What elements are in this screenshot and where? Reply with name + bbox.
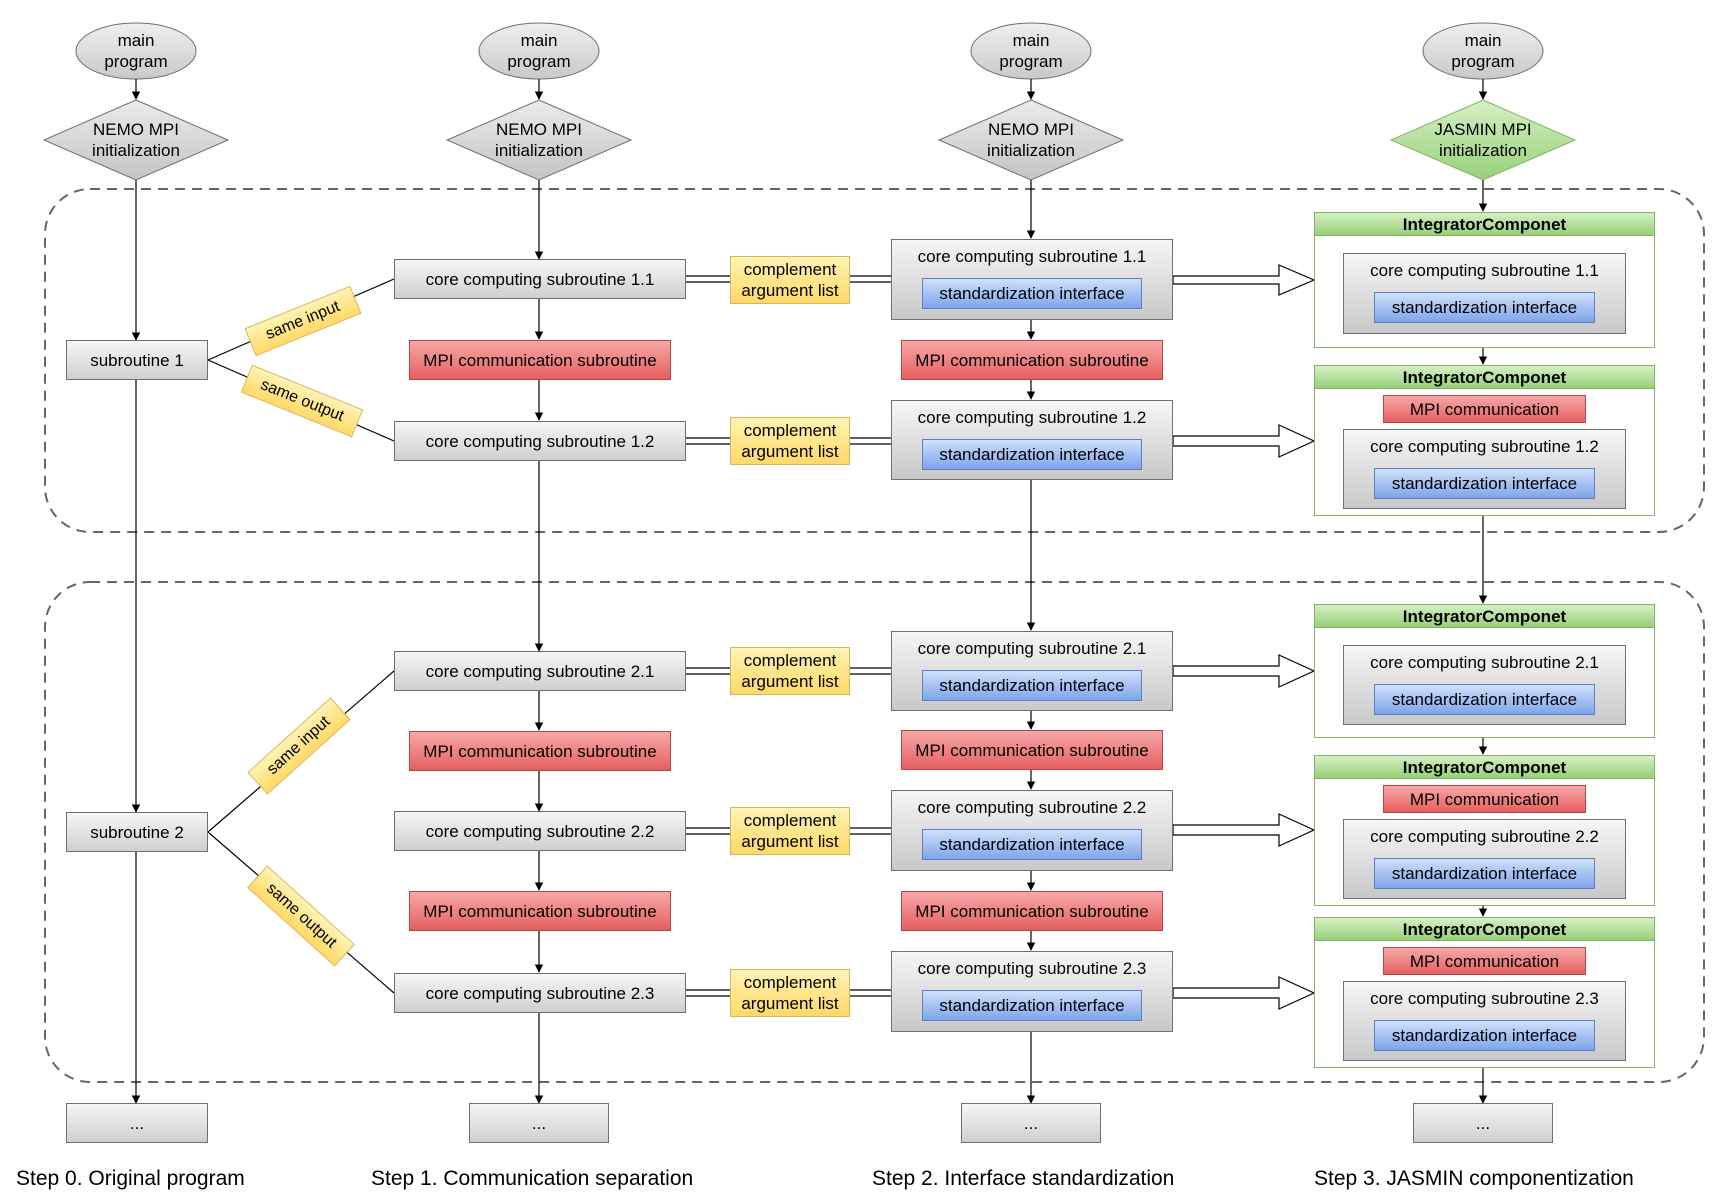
step-1-caption: Step 1. Communication separation — [371, 1167, 694, 1190]
block-arrow-1-1 — [1172, 264, 1316, 296]
step-2-caption: Step 2. Interface standardization — [872, 1167, 1175, 1190]
complement-arg-list-3: complement argument list — [730, 647, 850, 695]
main-program-label-3: main program — [1451, 31, 1515, 71]
complement-arg-list-4: complement argument list — [730, 807, 850, 855]
step2-core-2-2-label: core computing subroutine 2.2 — [917, 798, 1147, 817]
step3-std-interface-1-2: standardization interface — [1374, 468, 1595, 499]
group-region-2 — [44, 581, 1705, 1083]
step3-std-interface-1-1: standardization interface — [1374, 292, 1595, 323]
step2-core-2-1: core computing subroutine 2.1 standardiz… — [891, 631, 1173, 711]
subroutine-2-box: subroutine 2 — [66, 812, 208, 852]
step1-mpi-sub-1: MPI communication subroutine — [409, 340, 671, 380]
step1-core-2-3: core computing subroutine 2.3 — [394, 973, 686, 1013]
step3-core-2-1: core computing subroutine 2.1 standardiz… — [1343, 645, 1626, 725]
step3-core-1-1-label: core computing subroutine 1.1 — [1370, 261, 1599, 280]
ellipsis-box-2: ... — [961, 1103, 1101, 1143]
step2-core-2-3: core computing subroutine 2.3 standardiz… — [891, 951, 1173, 1032]
integrator-component-2-2: IntegratorComponet MPI communication cor… — [1314, 755, 1655, 906]
step2-std-interface-2-3: standardization interface — [922, 990, 1142, 1021]
nemo-init-label-2: NEMO MPI initialization — [987, 120, 1075, 160]
integrator-component-1-1: IntegratorComponet core computing subrou… — [1314, 212, 1655, 348]
step3-std-interface-2-2: standardization interface — [1374, 858, 1595, 889]
step3-core-1-2: core computing subroutine 1.2 standardiz… — [1343, 429, 1626, 509]
step3-core-1-1: core computing subroutine 1.1 standardiz… — [1343, 253, 1626, 334]
integrator-header-2-3: IntegratorComponet — [1315, 918, 1654, 941]
complement-arg-list-1: complement argument list — [730, 256, 850, 304]
step2-core-2-3-label: core computing subroutine 2.3 — [917, 959, 1147, 978]
integrator-header-2-1: IntegratorComponet — [1315, 605, 1654, 628]
block-arrow-2-1 — [1172, 654, 1316, 688]
step3-mpi-comm-1: MPI communication — [1383, 395, 1586, 423]
step3-mpi-comm-3: MPI communication — [1383, 947, 1586, 975]
subroutine-1-box: subroutine 1 — [66, 340, 208, 380]
integrator-header-1-2: IntegratorComponet — [1315, 366, 1654, 389]
step2-core-1-1: core computing subroutine 1.1 standardiz… — [891, 239, 1173, 320]
nemo-init-label-0: NEMO MPI initialization — [92, 120, 180, 160]
step1-core-2-2: core computing subroutine 2.2 — [394, 811, 686, 851]
jasmin-init-label: JASMIN MPI initialization — [1434, 120, 1532, 160]
step2-core-1-2: core computing subroutine 1.2 standardiz… — [891, 400, 1173, 480]
step2-std-interface-2-2: standardization interface — [922, 829, 1142, 860]
step1-core-2-1: core computing subroutine 2.1 — [394, 651, 686, 691]
nemo-init-label-1: NEMO MPI initialization — [495, 120, 583, 160]
step3-core-2-2: core computing subroutine 2.2 standardiz… — [1343, 819, 1626, 899]
step1-core-1-1: core computing subroutine 1.1 — [394, 259, 686, 299]
step3-core-2-3: core computing subroutine 2.3 standardiz… — [1343, 981, 1626, 1061]
step3-std-interface-2-1: standardization interface — [1374, 684, 1595, 715]
step3-core-2-3-label: core computing subroutine 2.3 — [1370, 989, 1599, 1008]
step1-core-1-2: core computing subroutine 1.2 — [394, 421, 686, 461]
complement-arg-list-2: complement argument list — [730, 417, 850, 465]
step2-mpi-sub-2: MPI communication subroutine — [901, 730, 1163, 770]
main-program-label-1: main program — [507, 31, 571, 71]
step2-core-2-2: core computing subroutine 2.2 standardiz… — [891, 790, 1173, 871]
main-program-label-0: main program — [104, 31, 168, 71]
step3-core-1-2-label: core computing subroutine 1.2 — [1370, 437, 1599, 456]
block-arrow-2-3 — [1172, 976, 1316, 1010]
ellipsis-box-3: ... — [1413, 1103, 1553, 1143]
step3-std-interface-2-3: standardization interface — [1374, 1020, 1595, 1051]
integrator-component-1-2: IntegratorComponet MPI communication cor… — [1314, 365, 1655, 516]
block-arrow-2-2 — [1172, 813, 1316, 847]
group-region-1 — [44, 188, 1705, 533]
step2-core-2-1-label: core computing subroutine 2.1 — [917, 639, 1147, 658]
ellipsis-box-0: ... — [66, 1103, 208, 1143]
step3-core-2-1-label: core computing subroutine 2.1 — [1370, 653, 1599, 672]
step2-mpi-sub-1: MPI communication subroutine — [901, 340, 1163, 380]
complement-arg-list-5: complement argument list — [730, 969, 850, 1017]
step2-std-interface-1-2: standardization interface — [922, 439, 1142, 470]
integrator-component-2-3: IntegratorComponet MPI communication cor… — [1314, 917, 1655, 1068]
integrator-header-2-2: IntegratorComponet — [1315, 756, 1654, 779]
block-arrow-1-2 — [1172, 424, 1316, 458]
step1-mpi-sub-2: MPI communication subroutine — [409, 731, 671, 771]
step1-mpi-sub-3: MPI communication subroutine — [409, 891, 671, 931]
step2-mpi-sub-3: MPI communication subroutine — [901, 891, 1163, 931]
main-program-label-2: main program — [999, 31, 1063, 71]
step2-core-1-1-label: core computing subroutine 1.1 — [917, 247, 1147, 266]
integrator-component-2-1: IntegratorComponet core computing subrou… — [1314, 604, 1655, 738]
ellipsis-box-1: ... — [469, 1103, 609, 1143]
integrator-header-1-1: IntegratorComponet — [1315, 213, 1654, 236]
step3-core-2-2-label: core computing subroutine 2.2 — [1370, 827, 1599, 846]
step2-core-1-2-label: core computing subroutine 1.2 — [917, 408, 1147, 427]
step-3-caption: Step 3. JASMIN componentization — [1314, 1167, 1634, 1190]
step2-std-interface-1-1: standardization interface — [922, 278, 1142, 309]
step-0-caption: Step 0. Original program — [16, 1167, 245, 1190]
step2-std-interface-2-1: standardization interface — [922, 670, 1142, 701]
step3-mpi-comm-2: MPI communication — [1383, 785, 1586, 813]
